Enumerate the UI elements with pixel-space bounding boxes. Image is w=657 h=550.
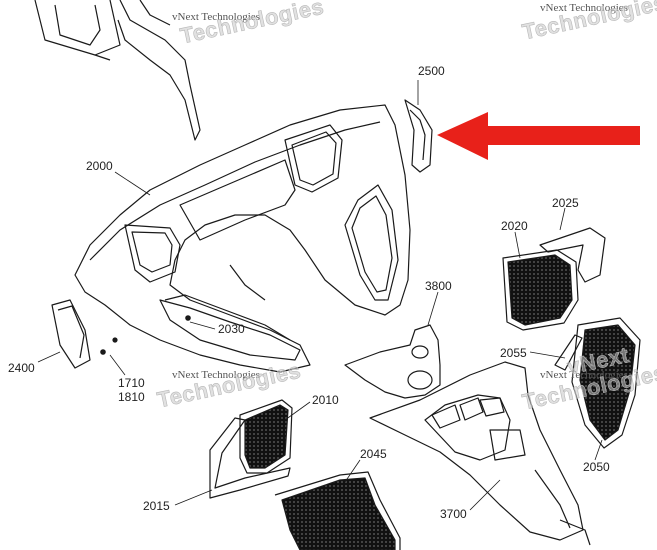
frame-2055 xyxy=(554,334,583,371)
watermark-text-right: vNext Technologies xyxy=(540,369,628,381)
leader-lines xyxy=(37,80,603,511)
callout-2020: 2020 xyxy=(501,219,528,233)
main-cowl-part xyxy=(74,104,411,373)
callout-2015: 2015 xyxy=(143,499,170,513)
callout-2025: 2025 xyxy=(552,196,579,210)
callout-2030: 2030 xyxy=(218,322,245,336)
side-panel-2500 xyxy=(404,99,433,173)
mesh-grille-2050 xyxy=(571,317,641,449)
watermark-text-top: vNext Technologies xyxy=(172,11,260,23)
upper-bracket-part xyxy=(34,0,201,141)
callout-2050: 2050 xyxy=(583,460,610,474)
callout-2500: 2500 xyxy=(418,64,445,78)
callout-2055: 2055 xyxy=(500,346,527,360)
bolt-1710 xyxy=(100,315,191,355)
mesh-grille-2045 xyxy=(274,471,401,550)
lower-center-panel-3700 xyxy=(369,361,591,546)
callout-2000: 2000 xyxy=(86,159,113,173)
callout-2010: 2010 xyxy=(312,393,339,407)
callout-2400: 2400 xyxy=(8,361,35,375)
center-bracket-3800 xyxy=(344,324,441,399)
callout-2045: 2045 xyxy=(360,447,387,461)
callout-3700: 3700 xyxy=(440,507,467,521)
callout-3800: 3800 xyxy=(425,279,452,293)
watermark-text-topright: vNext Technologies xyxy=(540,2,628,14)
callout-1810: 1810 xyxy=(118,390,145,404)
callout-1710: 1710 xyxy=(118,376,145,390)
red-pointer-arrow xyxy=(437,112,640,160)
frame-2015 xyxy=(209,417,291,499)
frame-2025 xyxy=(539,227,606,283)
mesh-grille-2020 xyxy=(502,249,579,331)
mesh-grille-2010 xyxy=(239,399,293,474)
left-lens-2400 xyxy=(51,299,91,369)
watermark-text-mid: vNext Technologies xyxy=(172,369,260,381)
